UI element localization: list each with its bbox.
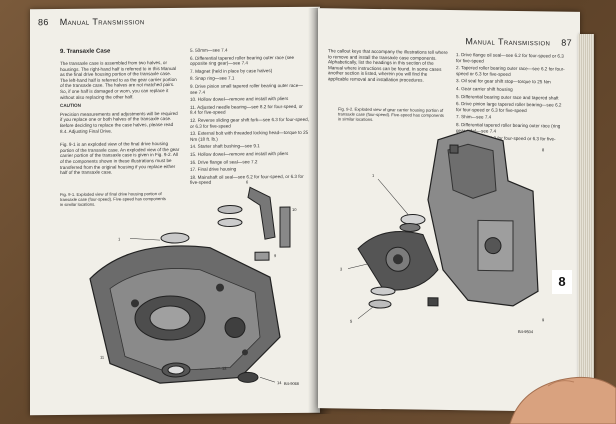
left-callout-label: 1	[118, 236, 121, 241]
right-parts-list-item: 6. Drive pinion large tapered roller bea…	[456, 101, 562, 113]
hand-thumb	[509, 376, 616, 424]
right-page-header: Manual Transmission 87	[465, 36, 572, 47]
right-parts-list-item: 3. Oil seal for gear shift stop—torque t…	[456, 78, 551, 85]
right-intro-paragraph: The callout keys that accompany the illu…	[328, 48, 448, 83]
left-callout-label: 11	[100, 355, 105, 360]
left-figure-id: B4-9066	[284, 381, 300, 386]
left-callout-label: 10	[292, 207, 297, 212]
right-callout-label: 8	[542, 147, 545, 152]
right-parts-list-item: 2. Tapered roller bearing outer race—see…	[456, 65, 565, 77]
right-callout-label: 5	[350, 319, 353, 324]
left-page-header-title: Manual Transmission	[59, 16, 145, 28]
right-callout-label: 3	[340, 266, 343, 271]
left-callout-label: 6	[246, 179, 249, 184]
right-parts-list-item: 1. Drive flange oil seal—see 6.2 for fou…	[456, 52, 564, 64]
left-exploded-figure: 1 12 14 6 10 11 9 B4-9066	[89, 179, 300, 386]
left-parts-list-item: 7. Magnet (held in place by case halves)	[190, 67, 273, 74]
right-parts-list-item: 4. Gear carrier shift housing	[456, 86, 513, 92]
right-page-number: 87	[561, 37, 572, 48]
left-callout-label: 9	[274, 253, 277, 258]
right-page: Manual Transmission 87 The callout keys …	[318, 8, 580, 412]
left-callout-label: 12	[222, 366, 227, 371]
right-callout-label: 1	[372, 173, 375, 178]
left-parts-list-item: 13. External bolt with threaded locking …	[190, 129, 309, 142]
left-parts-list-item: 15. Hollow dowel—remove and install with…	[190, 150, 289, 157]
left-page-header: 86 Manual Transmission	[38, 16, 145, 27]
paragraph-2: Fig. 9-1 is an exploded view of the fina…	[60, 141, 180, 176]
left-parts-list-item: 6. Differential tapered roller bearing o…	[190, 54, 295, 67]
right-figure-id: B4-9504	[518, 329, 534, 334]
left-callout-label: 14	[277, 380, 282, 385]
intro-paragraph: The transaxle case is assembled from two…	[60, 60, 180, 179]
left-parts-list-item: 14. Starter shaft bushing—see 9.1	[190, 143, 260, 150]
left-parts-list-item: 16. Drive flange oil seal—see 7.2	[190, 158, 258, 165]
left-parts-list-item: 5. 50mm—see 7.4	[190, 47, 228, 53]
left-parts-list-item: 11. Adjusted needle bearing—see 8.2 for …	[190, 103, 303, 116]
section-title: 9. Transaxle Case	[60, 48, 111, 56]
right-parts-list-item: 5. Differential bearing outer race and t…	[456, 93, 559, 101]
left-parts-list-item: 10. Hollow dowel—remove and install with…	[190, 96, 289, 103]
paragraph-1: The transaxle case is assembled from two…	[60, 60, 177, 100]
left-parts-list-item: 17. Final drive housing	[190, 166, 237, 172]
left-parts-list-item: 12. Reverse sliding gear shift fork—see …	[190, 116, 309, 129]
left-page-number: 86	[38, 17, 49, 28]
left-parts-list-item: 9. Drive pinion small tapered roller bea…	[190, 82, 303, 95]
page-stack-edge	[578, 34, 594, 406]
caution-text: Precision measurements and adjustments w…	[60, 110, 178, 134]
caution-title: CAUTION	[60, 102, 81, 109]
left-page: 86 Manual Transmission 9. Transaxle Case…	[30, 6, 320, 416]
section-tab-marker: 8	[552, 270, 572, 294]
right-page-header-title: Manual Transmission	[465, 36, 551, 48]
right-exploded-figure: 1 3 5 8 9 B4-9504	[340, 129, 545, 334]
left-parts-list-item: 8. Snap ring—see 7.1	[190, 75, 235, 82]
right-callout-label: 9	[542, 317, 545, 322]
